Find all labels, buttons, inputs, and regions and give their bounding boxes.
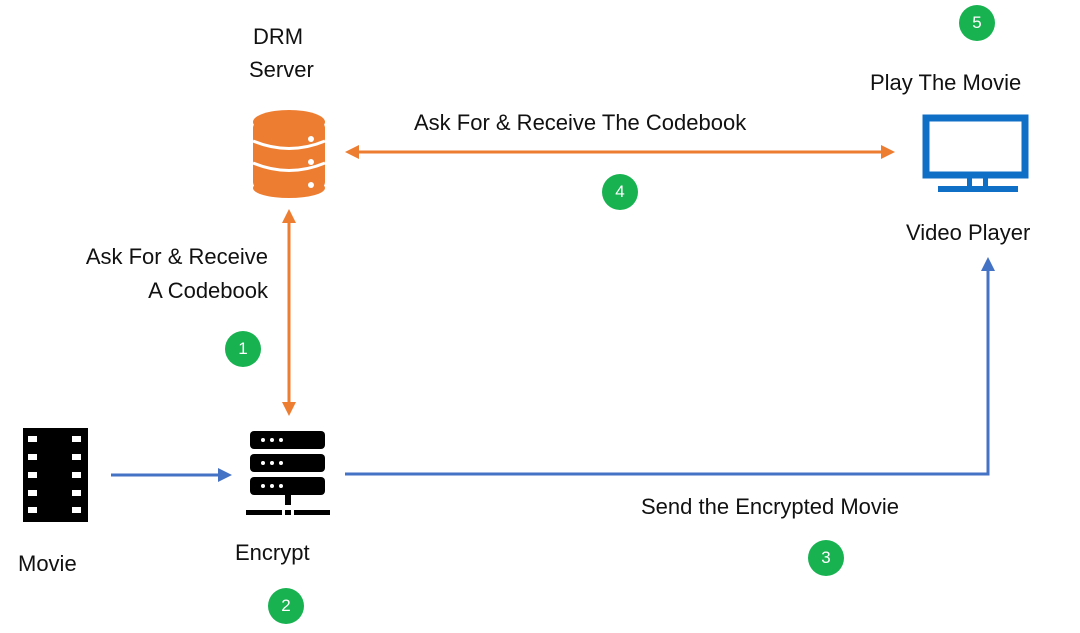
arrow-encrypt-drm (282, 209, 296, 416)
step-badge-1: 1 (225, 331, 261, 367)
step-badge-2: 2 (268, 588, 304, 624)
database-icon (252, 110, 326, 198)
step-badge-3: 3 (808, 540, 844, 576)
arrow-encrypt-player (345, 257, 995, 476)
encrypt-label: Encrypt (235, 540, 310, 565)
drm-server-label-line1: DRM (253, 24, 304, 49)
step-badge-4: 4 (602, 174, 638, 210)
arrow-drm-player (345, 145, 895, 159)
drm-server-label-line2: Server (249, 57, 314, 82)
encrypt-player-edge-label: Send the Encrypted Movie (641, 494, 900, 519)
movie-label: Movie (18, 551, 77, 576)
film-strip-icon (23, 428, 88, 522)
step-badge-5: 5 (959, 5, 995, 41)
server-rack-icon (246, 431, 330, 515)
arrow-movie-encrypt (111, 468, 232, 482)
encrypt-drm-edge-label-line1: Ask For & Receive (85, 244, 268, 269)
encrypt-drm-edge-label-line2: A Codebook (148, 278, 268, 303)
drm-player-edge-label: Ask For & Receive The Codebook (414, 110, 747, 135)
video-player-label: Video Player (906, 220, 1031, 245)
play-movie-label: Play The Movie (870, 70, 1022, 95)
monitor-icon (922, 114, 1029, 192)
